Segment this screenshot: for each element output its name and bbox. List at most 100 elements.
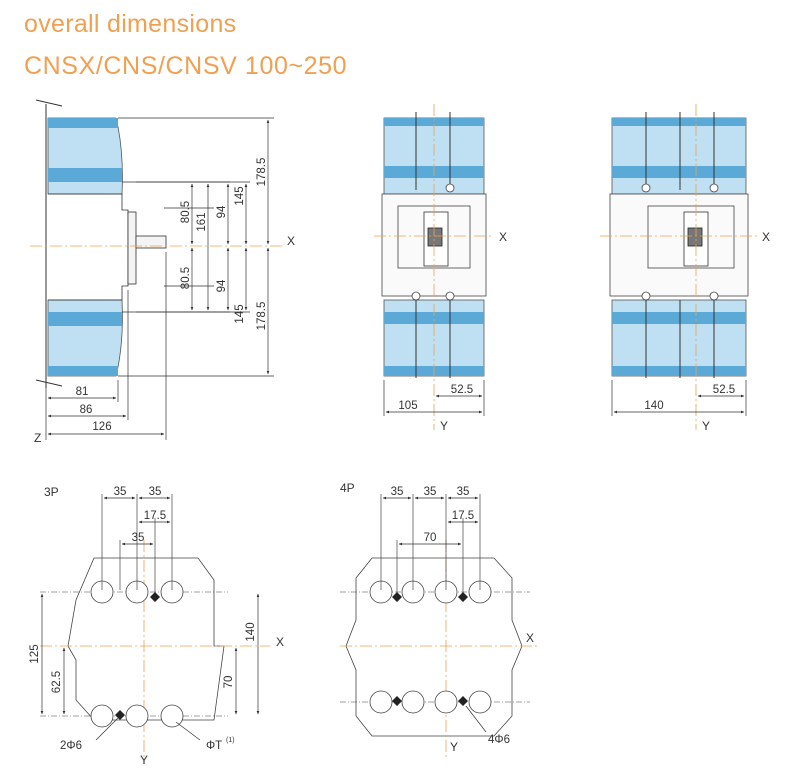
side-dim-v7: 145 — [234, 304, 246, 323]
template4p-screw-b1 — [392, 696, 402, 706]
template3p-dim-t0: 35 — [114, 486, 127, 498]
template3p-hole-b2 — [125, 704, 149, 728]
template3p-small-holes — [115, 592, 160, 720]
front3p-axis-y: Y — [440, 419, 448, 433]
front3p-screw-top — [445, 183, 455, 193]
page-title: overall dimensions — [24, 10, 237, 38]
front3p-width: 105 — [398, 400, 417, 412]
front-view-4p: X 140 52.5 Y — [600, 104, 770, 433]
front4p-screw-t1 — [641, 183, 651, 193]
template3p-screw-bottom — [115, 710, 125, 720]
side-dim-v4: 80.5 — [180, 201, 192, 223]
side-break-line-bottom — [35, 379, 63, 387]
front3p-screw-br — [445, 291, 455, 301]
template4p-dim-t1: 35 — [424, 486, 437, 498]
side-top-cover — [47, 117, 123, 195]
side-dim-v2: 94 — [216, 205, 228, 218]
drilling-template-4p: 4P 35 — [340, 481, 540, 760]
side-bottom-cover-band — [48, 312, 122, 326]
side-dim-v0: 178.5 — [256, 158, 268, 187]
page-subtitle: CNSX/CNS/CNSV 100~250 — [24, 52, 348, 80]
front4p-bottom-band — [612, 312, 746, 324]
front3p-handle — [427, 227, 443, 247]
template3p-dim-l1: 62.5 — [51, 671, 63, 693]
side-handle-base — [127, 211, 137, 285]
template4p-dim-t0: 35 — [391, 486, 404, 498]
front4p-window — [647, 205, 735, 269]
side-handle-lever — [135, 235, 167, 249]
template4p-small-holes — [392, 592, 468, 706]
template4p-axis-y: Y — [450, 740, 458, 754]
front4p-width: 140 — [644, 400, 663, 412]
side-bottom-cover — [47, 299, 123, 377]
template3p-label: 3P — [44, 485, 59, 499]
side-dim-h0: 81 — [76, 386, 89, 398]
front-view-3p: X 105 52.5 Y — [374, 104, 507, 433]
front3p-top-band — [384, 118, 484, 126]
template3p-axis-x: X — [276, 635, 284, 649]
side-body — [48, 193, 129, 301]
template3p-hole-b1 — [90, 704, 114, 728]
front4p-half-width: 52.5 — [713, 384, 735, 396]
front4p-axis-y: Y — [702, 419, 710, 433]
side-break-line-top — [35, 99, 63, 107]
title-block: overall dimensions CNSX/CNS/CNSV 100~250 — [24, 8, 347, 82]
front4p-handle — [687, 227, 703, 247]
side-axis-z: Z — [34, 431, 41, 445]
template4p-label: 4P — [340, 481, 355, 495]
template3p-dim-t1: 35 — [149, 486, 162, 498]
side-bottom-cover-band2 — [48, 366, 118, 376]
side-top-cover-band2 — [48, 168, 122, 182]
template4p-dim-t2: 35 — [457, 486, 470, 498]
template4p-hole-b1 — [369, 690, 393, 714]
template4p-hole-b4 — [468, 690, 492, 714]
template3p-hole-b3 — [160, 704, 184, 728]
front4p-axis-x: X — [762, 230, 770, 244]
template4p-outline — [345, 557, 523, 737]
front4p-screw-b2 — [709, 291, 719, 301]
front4p-top-cover — [611, 117, 747, 195]
front4p-body — [609, 193, 749, 297]
front4p-screw-t2 — [709, 183, 719, 193]
template3p-axis-y: Y — [140, 753, 148, 767]
front4p-screw-b1 — [641, 291, 651, 301]
template4p-screw-b2 — [458, 696, 468, 706]
side-axis-x: X — [287, 234, 295, 248]
side-view: X 178.5 145 94 161 80.5 80.5 94 1 — [30, 99, 295, 445]
side-dim-h2: 126 — [92, 421, 111, 433]
template4p-screw-t1 — [392, 592, 402, 602]
front4p-top-band — [612, 118, 746, 126]
side-dim-v5: 80.5 — [180, 267, 192, 289]
template3p-hole-large: ΦT — [206, 740, 222, 752]
template3p-dim-r1: 70 — [223, 676, 235, 689]
front4p-bottom-band2 — [612, 366, 746, 376]
front4p-bottom-cover — [611, 299, 747, 377]
side-dim-v8: 178.5 — [256, 302, 268, 331]
template3p-hole-small: 2Φ6 — [60, 740, 82, 752]
template4p-screw-t2 — [458, 592, 468, 602]
side-horizontal-dims — [45, 252, 167, 440]
side-dim-v6: 94 — [216, 279, 228, 292]
drilling-template-3p: 3P 35 35 17.5 35 — [29, 485, 284, 767]
front3p-half-width: 52.5 — [451, 384, 473, 396]
side-vertical-dims — [118, 117, 274, 377]
side-dim-h1: 86 — [80, 404, 93, 416]
side-dim-v3: 161 — [196, 212, 208, 231]
template4p-hole-small: 4Φ6 — [488, 734, 510, 746]
template3p-hole-note: (1) — [226, 737, 235, 744]
front3p-screw-bl — [411, 291, 421, 301]
template3p-dim-l0: 125 — [29, 644, 41, 663]
template3p-dim-r0: 140 — [245, 622, 257, 641]
template4p-dim-t4: 70 — [424, 532, 437, 544]
front3p-axis-x: X — [499, 230, 507, 244]
template4p-dim-t3: 17.5 — [452, 510, 474, 522]
front3p-bottom-band — [384, 312, 484, 324]
template3p-dim-t2: 17.5 — [144, 510, 166, 522]
front4p-top-band2 — [612, 166, 746, 178]
template4p-axis-x: X — [526, 631, 534, 645]
template4p-hole-b3 — [434, 690, 458, 714]
side-dim-v1: 145 — [234, 186, 246, 205]
template3p-outline — [67, 557, 225, 721]
template3p-screw-top — [150, 592, 160, 602]
